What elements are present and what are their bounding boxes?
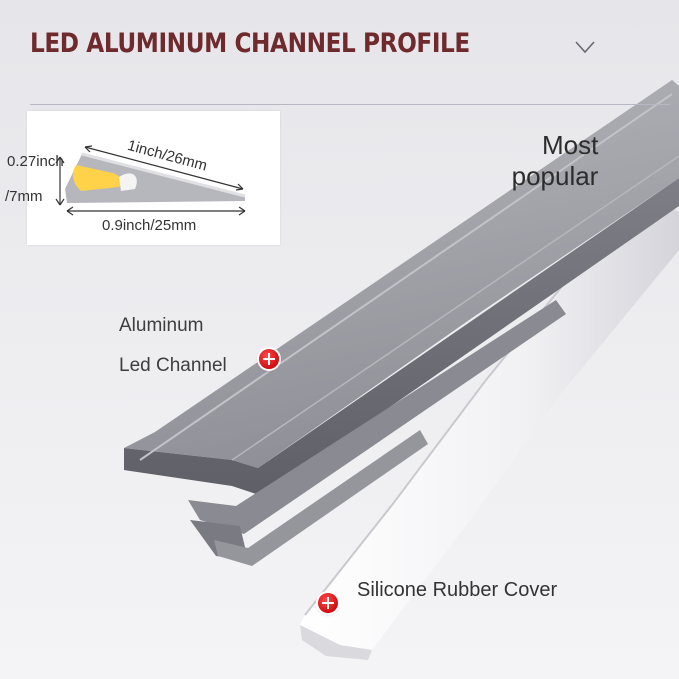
height-label-line2: /7mm: [5, 188, 43, 205]
led-strip: [73, 165, 122, 191]
channel-callout-line1: Aluminum: [119, 315, 204, 336]
channel-plus-icon[interactable]: [259, 349, 279, 369]
cover-plus-icon[interactable]: [318, 593, 338, 613]
badge-line2: popular: [511, 161, 599, 191]
page-title: LED ALUMINUM CHANNEL PROFILE: [30, 28, 470, 59]
header-divider: [30, 104, 670, 105]
cover-callout: Silicone Rubber Cover: [357, 579, 558, 601]
dimension-card: 1inch/26mm 0.9inch/25mm: [27, 111, 280, 245]
chevron-down-icon[interactable]: [574, 39, 596, 55]
badge-line1: Most: [542, 130, 599, 160]
cross-section-diagram: [55, 145, 246, 216]
channel-callout-line2: Led Channel: [119, 355, 227, 376]
most-popular-badge: Most popular: [509, 130, 599, 192]
height-label-line1: 0.27inch: [7, 153, 64, 170]
aluminum-channel-profile: [124, 80, 679, 566]
width-bottom-label: 0.9inch/25mm: [102, 217, 197, 234]
